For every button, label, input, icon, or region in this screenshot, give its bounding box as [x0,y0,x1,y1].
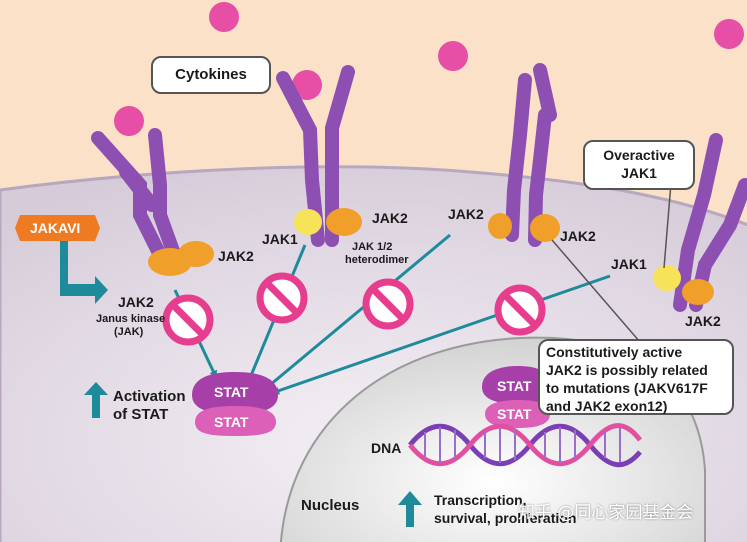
overactive-label-line2: JAK1 [621,165,657,181]
constitutive-line4: and JAK2 exon12) [546,398,668,414]
jakavi-drug [15,215,108,304]
receptor3-jak2-left-label: JAK2 [448,206,484,222]
constitutive-jak2-callout: Constitutively active JAK2 is possibly r… [538,339,734,415]
heterodimer-line2: heterodimer [345,254,409,266]
up-arrow-icon [84,382,108,418]
jak-blob [682,279,714,305]
cytokine [114,106,144,136]
heterodimer-line1: JAK 1/2 [352,241,393,253]
activation-line1: Activation [113,388,186,405]
cytokines-label: Cytokines [175,66,247,83]
no-entry-icon [362,278,414,330]
jak-blob [178,241,214,267]
jak-abbrev-label: (JAK) [114,326,144,338]
jak-proteins [148,208,714,305]
receptor1-jak2-label: JAK2 [218,248,254,264]
receptors [91,63,747,312]
watermark: 知乎 @同心家园基金会 [518,503,694,523]
cytokine [292,70,322,100]
constitutive-line3: to mutations (JAKV617F [546,380,708,396]
jak-blob [653,265,681,291]
receptor-2 [276,65,355,247]
receptor4-jak2-label: JAK2 [685,313,721,329]
jak-blob [530,214,560,242]
jakavi-label: JAKAVI [30,220,81,236]
jak-blob [326,208,362,236]
stat-dimer-nuclear [482,366,552,428]
transcription-line1: Transcription, [434,492,527,508]
stat-dimer [192,372,278,436]
stat-nuclear-top-label: STAT [497,378,532,394]
no-entry-icon [256,272,308,324]
transcription-line2: survival, proliferation [434,510,577,526]
dna-helix [408,423,642,468]
callout-pointer [551,239,641,343]
stat-bottom-label: STAT [214,414,249,430]
nucleus-label: Nucleus [301,497,360,514]
jak-blob [294,209,322,235]
cytokine-molecules [114,2,744,136]
no-entry-icon [162,294,214,346]
receptor-1 [91,128,185,272]
receptor3-jak2-right-label: JAK2 [560,228,596,244]
no-entry-icon [494,284,546,336]
up-arrow-icon [398,491,422,527]
jak2-left-label: JAK2 [118,294,154,310]
stat-top-label: STAT [214,384,249,400]
janus-kinase-label: Janus kinase [96,313,166,325]
inhibitor-symbols [162,272,546,346]
receptor2-jak2-label: JAK2 [372,210,408,226]
dna-label: DNA [371,440,402,456]
constitutive-line2: JAK2 is possibly related [546,362,708,378]
stat-nuclear-bottom-label: STAT [497,406,532,422]
cytokine [438,41,468,71]
activation-line2: of STAT [113,406,169,423]
cytokine [714,19,744,49]
jak-blob [488,213,512,239]
receptor2-jak1-label: JAK1 [262,231,298,247]
receptor4-jak1-label: JAK1 [611,256,647,272]
cytokines-callout: Cytokines [151,56,271,94]
overactive-jak1-callout: Overactive JAK1 [583,140,695,190]
overactive-label-line1: Overactive [603,147,675,163]
constitutive-line1: Constitutively active [546,344,683,360]
cytokine [209,2,239,32]
callout-pointer [663,182,672,269]
